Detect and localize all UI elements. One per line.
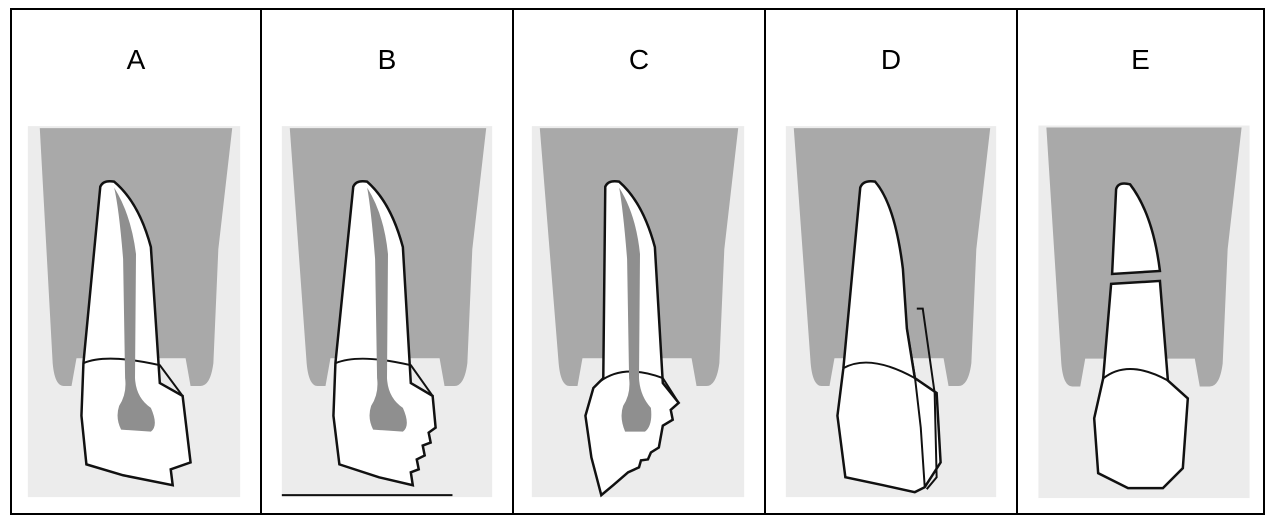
panel-e: E: [1018, 10, 1263, 513]
tooth-illustration-complicated-crown-fracture: [514, 10, 764, 513]
panel-b: B: [262, 10, 514, 513]
tooth-illustration-enamel-fracture: [262, 10, 512, 513]
tooth-illustration-root-fracture: [1018, 10, 1263, 513]
tooth-illustration-crown-root-fracture: [766, 10, 1016, 513]
figure-frame: A B C D: [10, 8, 1265, 515]
panel-c: C: [514, 10, 766, 513]
tooth-illustration-intact: [12, 10, 260, 513]
panel-a: A: [12, 10, 262, 513]
panel-d: D: [766, 10, 1018, 513]
